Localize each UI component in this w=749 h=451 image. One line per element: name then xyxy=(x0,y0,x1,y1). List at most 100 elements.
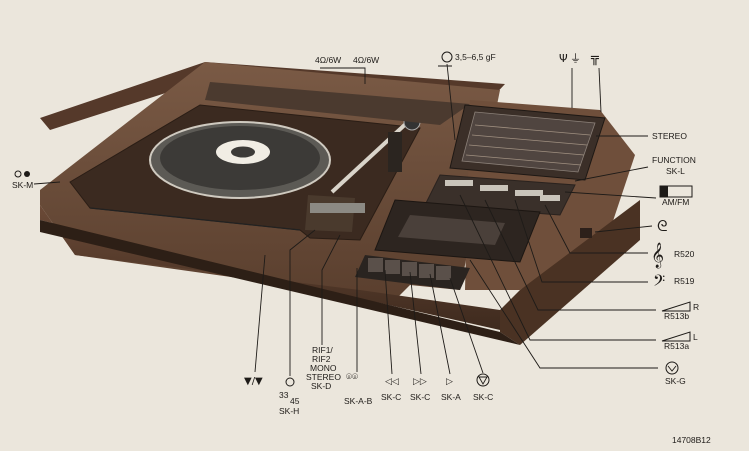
label-r513a-channel: L xyxy=(693,332,698,342)
leader-mode xyxy=(321,234,341,345)
cassette-key-1[interactable] xyxy=(368,258,383,272)
lift-icon: ▼/▼ xyxy=(244,376,263,387)
tonearm-rest xyxy=(388,132,402,172)
label-r513b: R513b xyxy=(664,311,689,321)
dial-line-3 xyxy=(468,144,585,156)
label-stereo-mode: STEREO xyxy=(306,372,341,382)
cabinet-bottom-edge xyxy=(40,220,520,345)
leader-lift xyxy=(254,254,266,373)
bottom-labels: ▼/▼ 33 45 SK-H RIF1/ RIF2 MONO STEREO SK… xyxy=(244,229,493,416)
headset-icon-ring xyxy=(14,170,22,178)
right-labels: STEREO FUNCTION SK-L AM/FM ᘓ 𝄞 R520 𝄢 R5… xyxy=(459,131,699,386)
leader-rewind xyxy=(384,269,393,375)
label-speed-33: 33 xyxy=(279,390,289,400)
cassette-window xyxy=(398,215,505,245)
leader-sk-m xyxy=(33,181,61,185)
cassette-key-3[interactable] xyxy=(402,262,417,276)
cabinet-front xyxy=(40,205,500,330)
leader-r513b xyxy=(484,199,656,311)
volume-ramp-icon-r xyxy=(661,301,691,312)
tape-reels-icon: ⌾⌾ xyxy=(346,372,358,383)
label-r513a: R513a xyxy=(664,341,689,351)
label-speed-45: 45 xyxy=(290,396,300,406)
slider-1[interactable] xyxy=(445,180,473,186)
leader-play xyxy=(429,273,451,375)
headphone-socket xyxy=(580,228,592,238)
label-sk-l: SK-L xyxy=(666,166,685,176)
fast-forward-icon: ▷▷ xyxy=(413,377,427,387)
label-function: FUNCTION xyxy=(652,155,696,165)
label-sk-m: SK-M xyxy=(12,180,33,190)
radio-section xyxy=(355,104,606,290)
speaker-grille xyxy=(205,82,470,125)
label-rif1: RIF1/ xyxy=(312,345,333,355)
ground-icon: ⏚ xyxy=(570,52,581,65)
label-r520: R520 xyxy=(674,249,695,259)
leader-tuning xyxy=(594,225,653,233)
leader-function xyxy=(574,166,649,182)
slider-4[interactable] xyxy=(540,195,560,201)
play-icon: ▷ xyxy=(446,377,453,387)
leader-dipole xyxy=(598,67,602,113)
dial-line-1 xyxy=(474,124,591,136)
label-speaker-a: 4Ω/6W xyxy=(315,55,341,65)
bass-clef-icon: 𝄢 xyxy=(653,272,665,294)
label-sk-a: SK-A xyxy=(441,392,461,402)
label-sk-c-stop: SK-C xyxy=(473,392,493,402)
record-control-strip xyxy=(310,203,365,213)
leader-r513a xyxy=(459,194,656,341)
dipole-antenna-icon: ╦ xyxy=(590,51,599,66)
leader-stop xyxy=(449,277,484,374)
leader-forward xyxy=(409,271,422,375)
tuning-knob-icon: ᘓ xyxy=(657,217,668,235)
label-am-fm: AM/FM xyxy=(662,197,689,207)
label-r513b-channel: R xyxy=(693,302,699,312)
rewind-icon: ◁◁ xyxy=(385,377,399,387)
volume-ramp-icon-l xyxy=(661,331,691,342)
cabinet-lid-back xyxy=(40,62,505,130)
speed-icon xyxy=(285,377,295,387)
stop-eject-icon-triangle xyxy=(478,376,488,385)
label-sk-h: SK-H xyxy=(279,406,299,416)
leader-speakers xyxy=(320,67,366,84)
headset-icon-dot xyxy=(24,171,30,177)
tuning-dial-glass xyxy=(461,111,596,173)
antenna-icon: Ψ xyxy=(559,52,568,65)
leader-speed xyxy=(289,229,316,376)
label-rif2: RIF2 xyxy=(312,354,331,364)
spindle xyxy=(231,146,255,158)
antenna-adjust-icon xyxy=(441,51,453,63)
cassette-key-4[interactable] xyxy=(419,264,434,278)
cassette-key-2[interactable] xyxy=(385,260,400,274)
deck-front-edge xyxy=(89,207,301,231)
label-sk-c-forward: SK-C xyxy=(410,392,430,402)
leader-capacitance xyxy=(446,63,456,141)
label-sk-a-b: SK-A-B xyxy=(344,396,373,406)
label-sk-d: SK-D xyxy=(311,381,331,391)
cassette-key-5[interactable] xyxy=(436,266,451,280)
cabinet-right-front xyxy=(500,200,640,345)
slider-3[interactable] xyxy=(515,190,543,196)
left-labels: SK-M xyxy=(12,170,61,190)
figure-id: 14708B12 xyxy=(672,435,711,445)
dial-line-4 xyxy=(465,154,582,166)
treble-clef-icon: 𝄞 xyxy=(651,242,664,268)
cartridge-area xyxy=(305,195,355,232)
leader-r520 xyxy=(544,204,648,254)
label-capacitance: 3,5–6,5 gF xyxy=(455,52,496,62)
stop-eject-icon xyxy=(476,373,490,387)
leader-am-fm xyxy=(564,191,657,199)
label-r519: R519 xyxy=(674,276,695,286)
label-stereo-indicator: STEREO xyxy=(652,131,687,141)
standby-icon xyxy=(665,361,679,375)
slider-2[interactable] xyxy=(480,185,508,191)
leader-sk-g xyxy=(469,259,658,369)
label-mono: MONO xyxy=(310,363,337,373)
am-fm-switch-knob xyxy=(660,186,668,197)
leader-r519 xyxy=(514,199,648,283)
standby-icon-mark xyxy=(667,365,677,372)
label-sk-g: SK-G xyxy=(665,376,686,386)
turntable-deck xyxy=(69,82,470,241)
